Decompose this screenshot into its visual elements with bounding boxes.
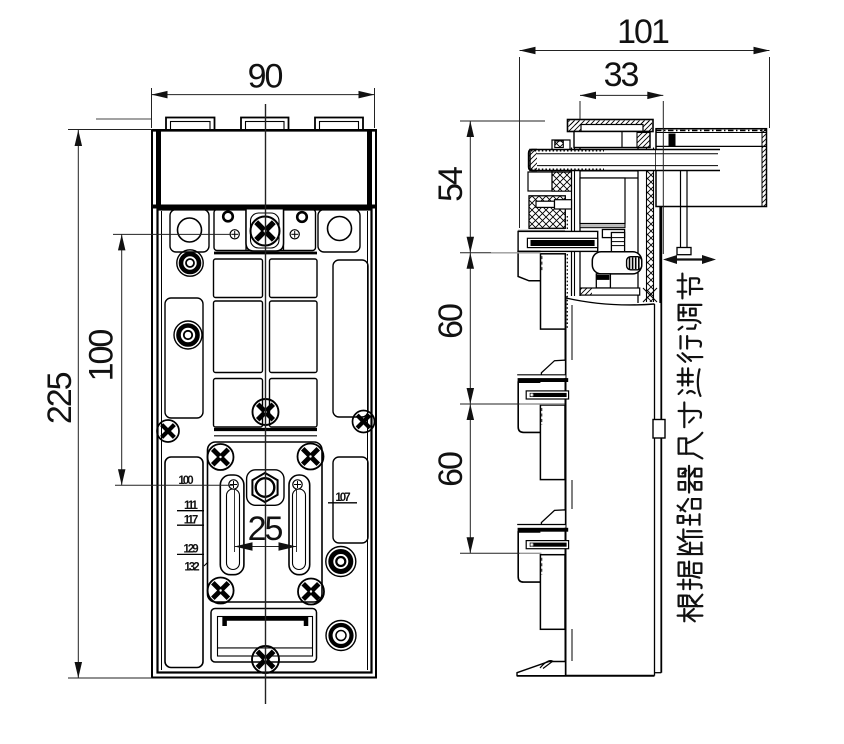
svg-text:54: 54: [432, 167, 470, 202]
svg-text:33: 33: [604, 56, 639, 94]
svg-text:60: 60: [432, 304, 470, 339]
svg-text:90: 90: [248, 58, 283, 96]
svg-text:101: 101: [617, 13, 669, 51]
svg-text:225: 225: [41, 372, 79, 424]
svg-text:60: 60: [432, 452, 470, 487]
svg-text:129: 129: [183, 544, 198, 556]
svg-text:100: 100: [178, 475, 193, 487]
svg-text:25: 25: [248, 510, 283, 548]
svg-text:100: 100: [83, 330, 121, 382]
svg-text:117: 117: [184, 515, 198, 527]
svg-text:107: 107: [335, 492, 350, 504]
svg-text:132: 132: [184, 562, 199, 574]
